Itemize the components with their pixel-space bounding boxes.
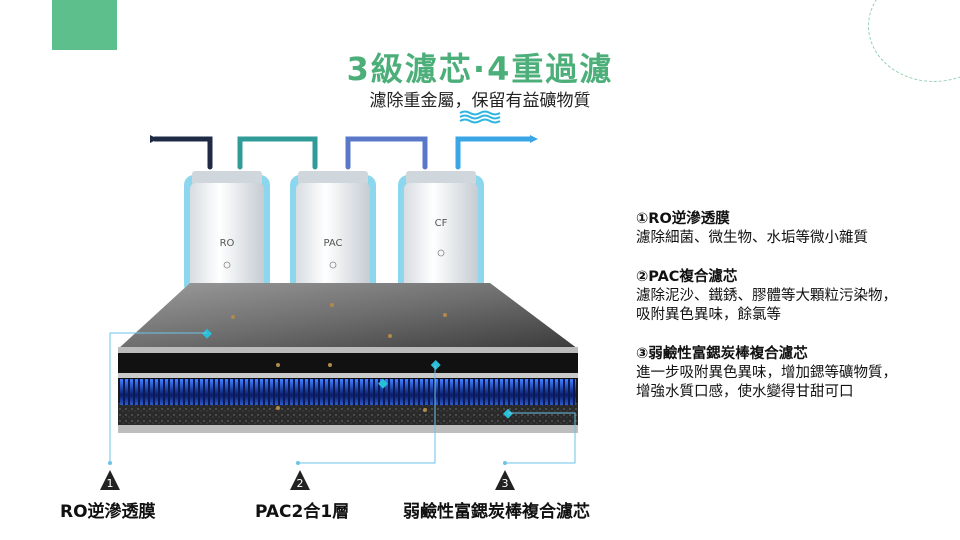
page-title: 3級濾芯·4重過濾 <box>0 44 960 90</box>
corner-accent-block <box>52 0 117 50</box>
canister-ro: RO <box>184 171 270 295</box>
layer-label-pac: PAC2合1層 <box>255 497 349 522</box>
filter-illustration: RO PAC CF <box>100 125 600 475</box>
description-pac: ②PAC複合濾芯 濾除泥沙、鐵銹、膠體等大顆粒污染物，吸附異色異味，餘氯等 <box>636 268 906 325</box>
marker-3-icon: 3 <box>495 470 515 490</box>
description-body: 濾除細菌、微生物、水垢等微小雜質 <box>636 229 906 248</box>
description-heading: ①RO逆滲透膜 <box>636 210 906 229</box>
description-body: 進一步吸附異色異味，增加鍶等礦物質，增強水質口感，使水變得甘甜可口 <box>636 364 906 402</box>
water-wave-icon <box>458 110 504 124</box>
description-ro: ①RO逆滲透膜 濾除細菌、微生物、水垢等微小雜質 <box>636 210 906 248</box>
svg-text:1: 1 <box>107 477 114 490</box>
canister-pac: PAC <box>290 171 376 295</box>
water-pipes <box>155 139 530 167</box>
svg-text:RO: RO <box>220 238 235 249</box>
layer-label-carbon: 弱鹼性富鍶炭棒複合濾芯 <box>403 497 590 522</box>
description-body: 濾除泥沙、鐵銹、膠體等大顆粒污染物，吸附異色異味，餘氯等 <box>636 287 906 325</box>
svg-text:2: 2 <box>297 477 304 490</box>
svg-text:3: 3 <box>502 477 509 490</box>
marker-2-icon: 2 <box>290 470 310 490</box>
filter-layers <box>118 283 578 433</box>
description-heading: ③弱鹼性富鍶炭棒複合濾芯 <box>636 345 906 364</box>
layer-label-ro: RO逆滲透膜 <box>60 497 156 522</box>
canister-cf: CF <box>398 171 484 295</box>
description-heading: ②PAC複合濾芯 <box>636 268 906 287</box>
description-carbon: ③弱鹼性富鍶炭棒複合濾芯 進一步吸附異色異味，增加鍶等礦物質，增強水質口感，使水… <box>636 345 906 402</box>
svg-text:CF: CF <box>435 218 448 229</box>
marker-1-icon: 1 <box>100 470 120 490</box>
page-subtitle: 濾除重金屬，保留有益礦物質 <box>0 86 960 111</box>
svg-text:PAC: PAC <box>323 238 342 249</box>
